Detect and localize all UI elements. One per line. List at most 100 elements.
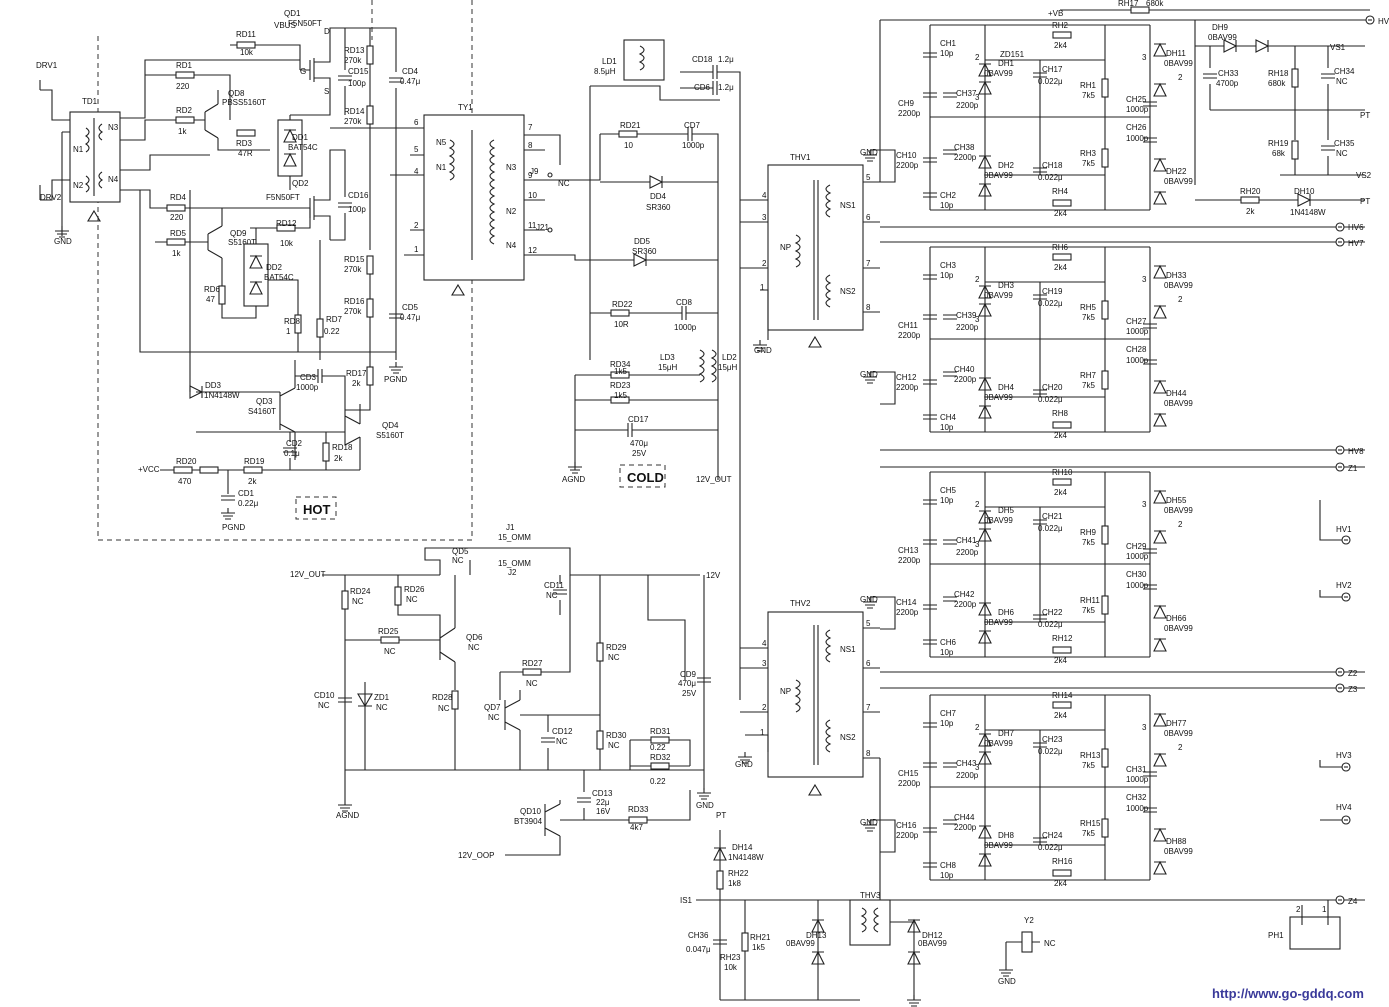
bank-dh-r2: DH66 [1166,614,1187,623]
td1-n2: N2 [73,181,84,190]
rd4-label: RD4 [170,193,187,202]
bank-rh-top-value: 2k4 [1054,41,1067,50]
bank-gnd: GND [860,818,878,827]
bank-dh-r2-value: 0BAV99 [1164,399,1193,408]
rd3-label: RD3 [236,139,253,148]
rh21-label: RH21 [750,933,771,942]
svg-text:8: 8 [866,749,871,758]
rd23-value: 1k5 [614,391,627,400]
bank-rh-top-value: 2k4 [1054,711,1067,720]
svg-text:1: 1 [760,728,765,737]
vb-label: +VB [1048,9,1063,18]
cd1-label: CD1 [238,489,255,498]
rd12-value: 10k [280,239,294,248]
bank-dh-r2-value: 0BAV99 [1164,624,1193,633]
hv-rail-section: +VB RH17 680k HV5 DH9 0BAV99 VS1 CH33 47… [879,0,1389,217]
bank-ch-26-value: 1000p [1126,134,1149,143]
cd16-value: 100p [348,205,366,214]
j1-label: J1 [506,523,515,532]
rd15-label: RD15 [344,255,365,264]
bank-dh-a-value: 0BAV99 [984,516,1013,525]
bank-rh-bot-value: 2k4 [1054,656,1067,665]
ld1-value: 8.5μH [594,67,616,76]
rd21-value: 10 [624,141,633,150]
bank-ch-mid-c-value: 2200p [896,161,919,170]
cd13-voltage: 16V [596,807,611,816]
hv-outputs: HV6 HV7 HV8 Z1 Z2 Z3 Z4 HV1 HV2 HV3 HV4 … [880,222,1365,950]
bank-rh-v2: RH15 [1080,819,1101,828]
svg-text:4: 4 [762,639,767,648]
bank-dh-a-value: 0BAV99 [984,739,1013,748]
svg-text:7: 7 [866,259,871,268]
ld1-inductor [623,39,665,81]
qd6-value: NC [468,643,480,652]
bank-ch-bot-value: 10p [940,423,954,432]
svg-text:1: 1 [1322,905,1327,914]
rd7-value: 0.22 [324,327,340,336]
td1-transformer [69,111,121,203]
cd5-label: CD5 [402,303,419,312]
bank-dh-b: DH4 [998,383,1015,392]
ld2-inductor [710,349,717,383]
bank-rh-v2-value: 7k5 [1082,606,1095,615]
bank-ch-mid-a: CH9 [898,99,915,108]
bank-dh-a: DH1 [998,59,1015,68]
dd3-label: DD3 [205,381,222,390]
bank-rh-v: RH9 [1080,528,1097,537]
bank-dh-b-value: 0BAV99 [984,393,1013,402]
rd22-value: 10R [614,320,629,329]
ch33-value: 4700p [1216,79,1239,88]
bank-ch-mid-a: CH11 [898,321,918,330]
vs2-label: VS2 [1356,171,1372,180]
zd1-zener [357,682,373,718]
rh20-value: 2k [1246,207,1255,216]
bank-rh-v-value: 7k5 [1082,91,1095,100]
thv2-np: NP [780,687,791,696]
bank-dh-r2: DH88 [1166,837,1187,846]
bank-ch-mid-c-value: 2200p [896,831,919,840]
td1-label: TD1 [82,97,98,106]
bank-dh-r1: DH11 [1166,49,1186,58]
qd3-value: S4160T [248,407,276,416]
cd17-voltage: 25V [632,449,647,458]
svg-text:4: 4 [762,191,767,200]
y2-crystal [1021,931,1033,953]
rh19-value: 68k [1272,149,1286,158]
cd17-label: CD17 [628,415,649,424]
bank-ch-mid-c: CH16 [896,821,917,830]
drv2-label: DRV2 [40,193,62,202]
drv1-label: DRV1 [36,61,58,70]
ty1-n3: N3 [506,163,517,172]
svg-text:S: S [324,87,329,96]
rh23-label: RH23 [720,953,741,962]
bank-ch-top-value: 10p [940,271,954,280]
qd4-value: S5160T [376,431,404,440]
bank-ch-25: CH25 [1126,95,1147,104]
bank-dh-a-value: 0BAV99 [984,69,1013,78]
qd7-transistor [504,690,521,770]
rd34-label: RD34 [610,360,631,369]
cd2-label: CD2 [286,439,303,448]
rd26-label: RD26 [404,585,425,594]
svg-text:3: 3 [1142,500,1147,509]
ty1-n2: N2 [506,207,517,216]
watermark-url: http://www.go-gddq.com [1212,986,1364,1001]
bank-rh-top: RH14 [1052,691,1073,700]
cd5-value: 0.47μ [400,313,421,322]
bank-ch-018: CH24 [1042,831,1063,840]
bank-rh-v2: RH11 [1080,596,1100,605]
rd31-label: RD31 [650,727,671,736]
ld2-value: 15μH [718,363,738,372]
bank-ch-26-value: 1000p [1126,581,1149,590]
rd30-label: RD30 [606,731,627,740]
svg-text:6: 6 [866,213,871,222]
cd4-label: CD4 [402,67,419,76]
bank-dh-b: DH8 [998,831,1015,840]
z2-label: Z2 [1348,669,1358,678]
svg-text:7: 7 [528,123,533,132]
ph1-label: PH1 [1268,931,1284,940]
dd2-value: BAT54C [264,273,294,282]
bank-dh-r2-value: 0BAV99 [1164,177,1193,186]
svg-text:3: 3 [975,93,980,102]
bank-ch-018-value: 0.022μ [1038,843,1063,852]
